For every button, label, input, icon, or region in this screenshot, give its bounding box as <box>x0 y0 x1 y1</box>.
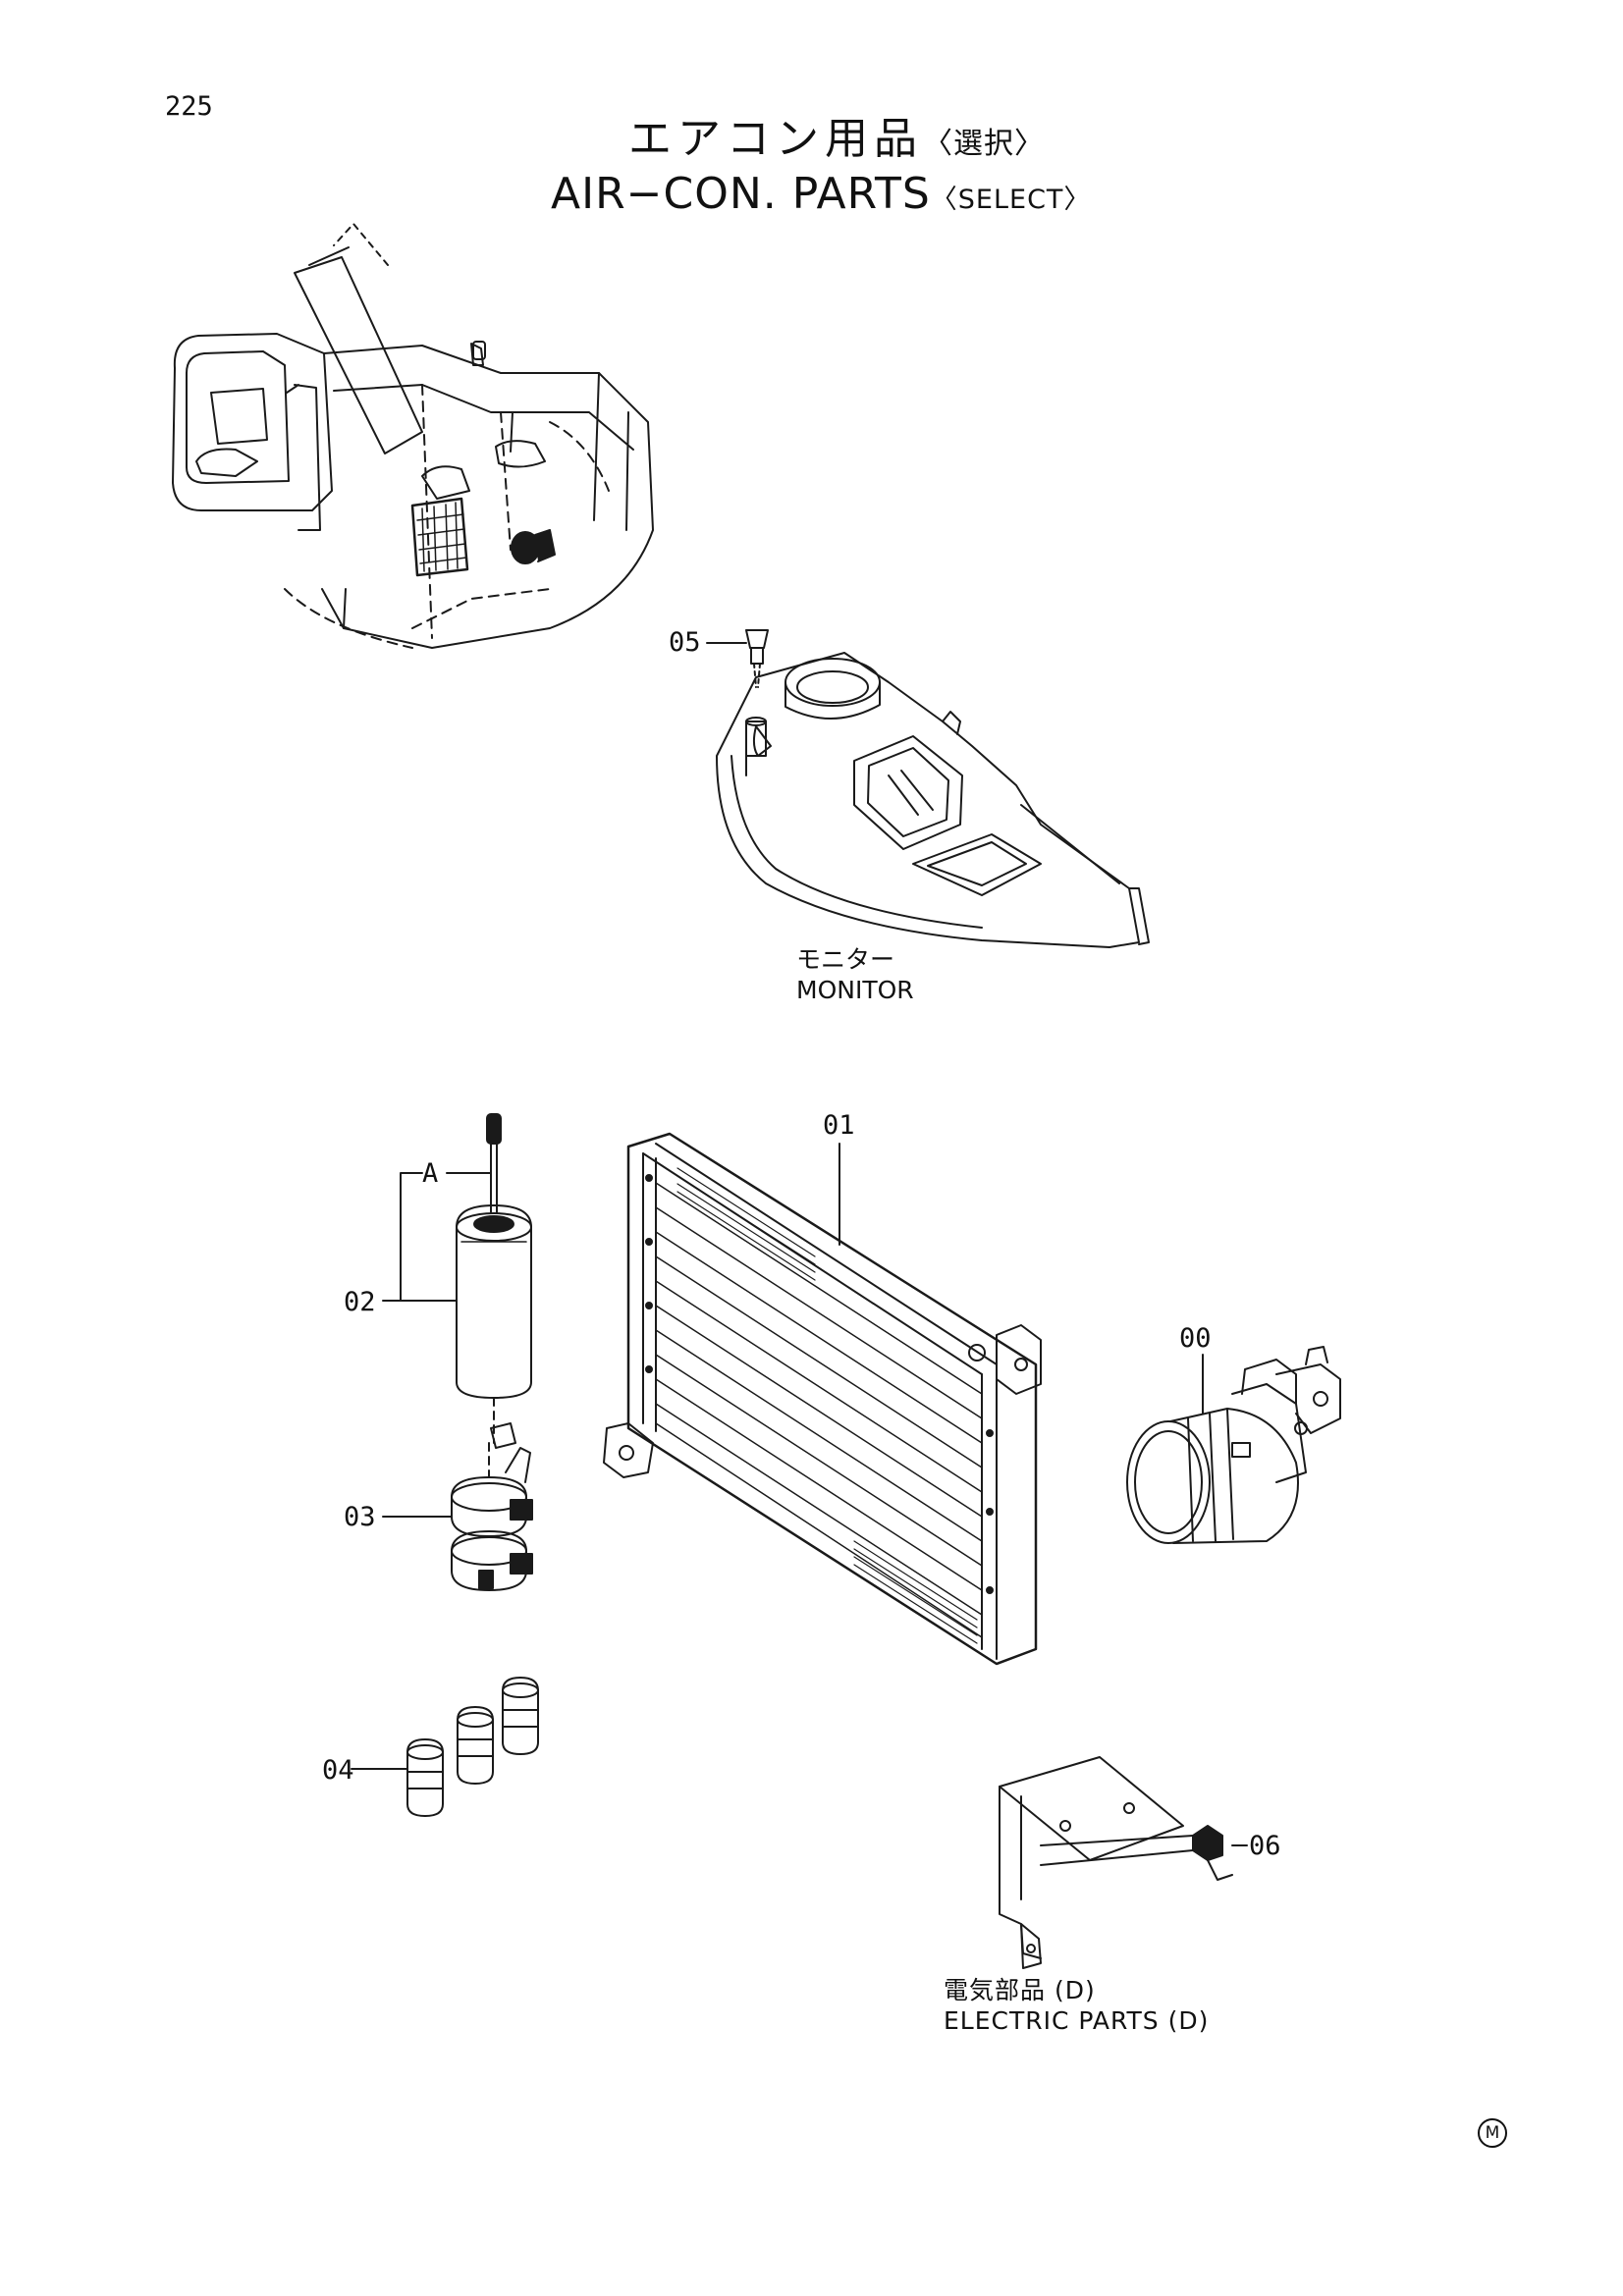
page-title-en: AIR−CON. PARTS〈SELECT〉 <box>551 173 1091 216</box>
callout-a: A <box>422 1158 439 1189</box>
electric-parts-label-en: ELECTRIC PARTS (D) <box>944 2006 1210 2036</box>
bracket-clamp-illustration <box>383 1423 532 1590</box>
title-en-sub: 〈SELECT〉 <box>930 185 1092 215</box>
receiver-drier-illustration <box>383 1114 531 1443</box>
condenser-illustration <box>604 1134 1041 1664</box>
callout-06: 06 <box>1249 1831 1281 1861</box>
page-title-jp: エアコン用品〈選択〉 <box>628 118 1045 161</box>
monitor-label-jp: モニター <box>796 945 895 974</box>
electric-bracket-illustration <box>1000 1757 1247 1968</box>
callout-03: 03 <box>344 1502 376 1532</box>
callout-02: 02 <box>344 1287 376 1317</box>
monitor-housing-illustration <box>707 630 1149 947</box>
compressor-illustration <box>1127 1347 1340 1543</box>
monitor-label: モニター MONITOR <box>796 944 914 1006</box>
electric-parts-label-jp: 電気部品 (D) <box>944 1976 1096 2004</box>
desiccant-packs-illustration <box>352 1678 538 1816</box>
title-jp-main: エアコン用品 <box>628 114 923 164</box>
electric-parts-label: 電気部品 (D) ELECTRIC PARTS (D) <box>944 1975 1209 2037</box>
callout-05: 05 <box>669 627 701 658</box>
callout-00: 00 <box>1179 1323 1212 1354</box>
callout-04: 04 <box>322 1755 354 1786</box>
callout-01: 01 <box>823 1110 855 1141</box>
monitor-label-en: MONITOR <box>796 976 914 1005</box>
title-jp-sub: 〈選択〉 <box>923 127 1045 161</box>
manufacturer-mark: M <box>1478 2118 1507 2148</box>
title-en-main: AIR−CON. PARTS <box>551 169 931 219</box>
page-number: 225 <box>165 91 213 122</box>
excavator-overview-illustration <box>173 224 653 648</box>
